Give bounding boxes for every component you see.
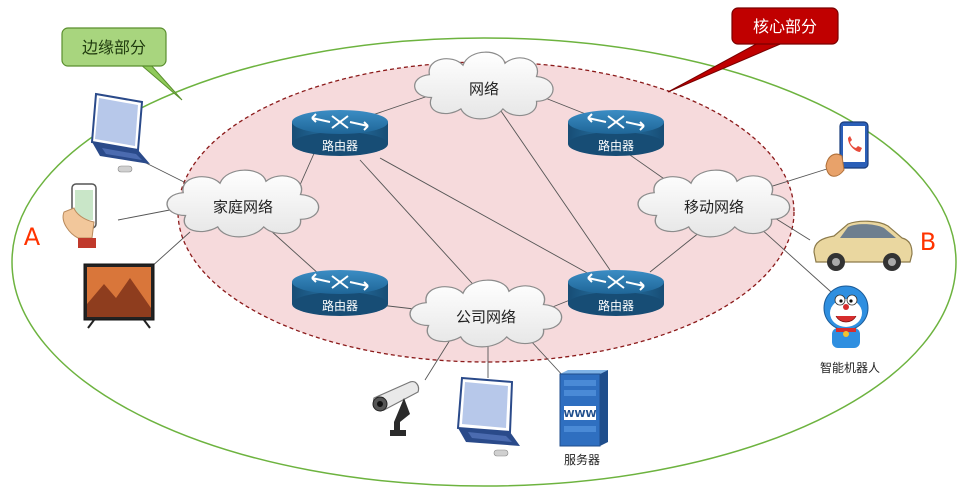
router-label: 路由器	[598, 298, 634, 313]
server-icon: WWW	[559, 370, 608, 447]
server-label: 服务器	[564, 452, 600, 467]
phone-call-icon	[825, 121, 869, 177]
callout-edge-label: 边缘部分	[82, 38, 146, 57]
smartphone-hand-icon	[62, 183, 97, 248]
server-sign: WWW	[563, 409, 596, 420]
side-label-B: B	[920, 228, 936, 256]
cloud-home-network-label: 家庭网络	[213, 198, 273, 216]
side-label-A: A	[24, 223, 41, 251]
router-bottom-right: 路由器	[568, 270, 664, 316]
callout-core-label: 核心部分	[753, 17, 817, 36]
router-label: 路由器	[598, 138, 634, 153]
cloud-company-network-label: 公司网络	[456, 308, 516, 326]
laptop-bottom-icon	[456, 376, 520, 457]
laptop-left-icon	[90, 92, 150, 173]
router-bottom-left: 路由器	[292, 270, 388, 316]
router-label: 路由器	[322, 138, 358, 153]
security-camera-icon	[372, 381, 420, 436]
cloud-mobile-network-label: 移动网络	[684, 198, 744, 216]
robot-label: 智能机器人	[820, 360, 880, 375]
callout-core: 核心部分	[667, 7, 839, 93]
cloud-network-label: 网络	[469, 80, 499, 98]
car-icon	[813, 220, 913, 271]
router-top-right: 路由器	[568, 110, 664, 156]
callout-edge: 边缘部分	[61, 27, 183, 101]
robot-icon	[823, 285, 869, 348]
router-label: 路由器	[322, 298, 358, 313]
television-icon	[83, 263, 155, 329]
router-top-left: 路由器	[292, 110, 388, 156]
